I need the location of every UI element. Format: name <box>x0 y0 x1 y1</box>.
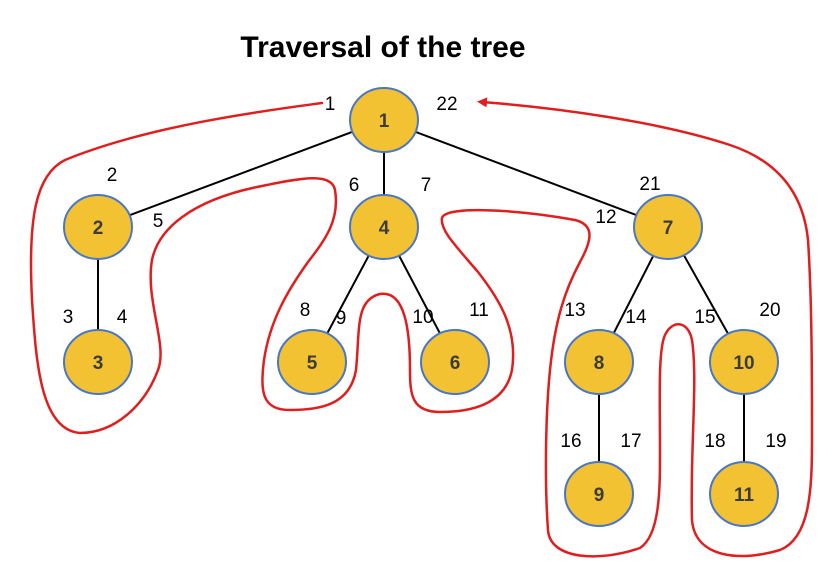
traversal-step-2: 2 <box>107 165 118 186</box>
node-label: 4 <box>379 218 390 239</box>
node-label: 3 <box>93 353 104 374</box>
node-label: 9 <box>594 485 605 506</box>
tree-node-8: 8 <box>564 329 634 395</box>
node-label: 6 <box>450 353 461 374</box>
node-label: 10 <box>733 353 754 374</box>
node-label: 8 <box>594 353 605 374</box>
node-circle <box>63 194 133 260</box>
traversal-step-18: 18 <box>704 431 725 452</box>
traversal-step-5: 5 <box>153 211 164 232</box>
node-label: 1 <box>379 111 390 132</box>
tree-node-2: 2 <box>63 194 133 260</box>
traversal-step-22: 22 <box>436 94 457 115</box>
node-label: 7 <box>663 218 674 239</box>
traversal-step-9: 9 <box>336 308 347 329</box>
node-circle <box>564 461 634 527</box>
node-circle <box>277 329 347 395</box>
diagram-title: Traversal of the tree <box>240 31 525 64</box>
traversal-step-17: 17 <box>620 431 641 452</box>
traversal-step-3: 3 <box>63 307 74 328</box>
node-circle <box>633 194 703 260</box>
node-circle <box>349 194 419 260</box>
traversal-step-6: 6 <box>349 175 360 196</box>
traversal-step-19: 19 <box>765 431 786 452</box>
traversal-step-11: 11 <box>469 300 489 321</box>
node-circle <box>709 461 779 527</box>
node-label: 2 <box>93 218 104 239</box>
traversal-step-8: 8 <box>300 300 311 321</box>
tree-node-7: 7 <box>633 194 703 260</box>
traversal-step-20: 20 <box>759 300 780 321</box>
node-circle <box>709 329 779 395</box>
node-label: 5 <box>307 353 318 374</box>
traversal-step-13: 13 <box>564 300 585 321</box>
tree-node-5: 5 <box>277 329 347 395</box>
tree-node-3: 3 <box>63 329 133 395</box>
traversal-step-7: 7 <box>421 175 432 196</box>
node-circle <box>349 87 419 153</box>
tree-node-10: 10 <box>709 329 779 395</box>
tree-node-6: 6 <box>420 329 490 395</box>
node-label: 11 <box>734 485 755 506</box>
node-circle <box>564 329 634 395</box>
traversal-step-1: 1 <box>325 94 336 115</box>
traversal-step-10: 10 <box>412 307 433 328</box>
traversal-path <box>29 97 814 558</box>
traversal-step-21: 21 <box>639 174 660 195</box>
tree-node-4: 4 <box>349 194 419 260</box>
traversal-step-16: 16 <box>560 431 581 452</box>
traversal-step-12: 12 <box>595 207 616 228</box>
tree-node-11: 11 <box>709 461 779 527</box>
tree-node-9: 9 <box>564 461 634 527</box>
tree-edge-n1-n2 <box>97 119 385 228</box>
tree-node-1: 1 <box>349 87 419 153</box>
traversal-step-15: 15 <box>694 307 715 328</box>
traversal-step-4: 4 <box>117 307 128 328</box>
node-circle <box>420 329 490 395</box>
node-circle <box>63 329 133 395</box>
tree-edge-n1-n7 <box>383 119 669 228</box>
traversal-step-14: 14 <box>625 307 647 328</box>
